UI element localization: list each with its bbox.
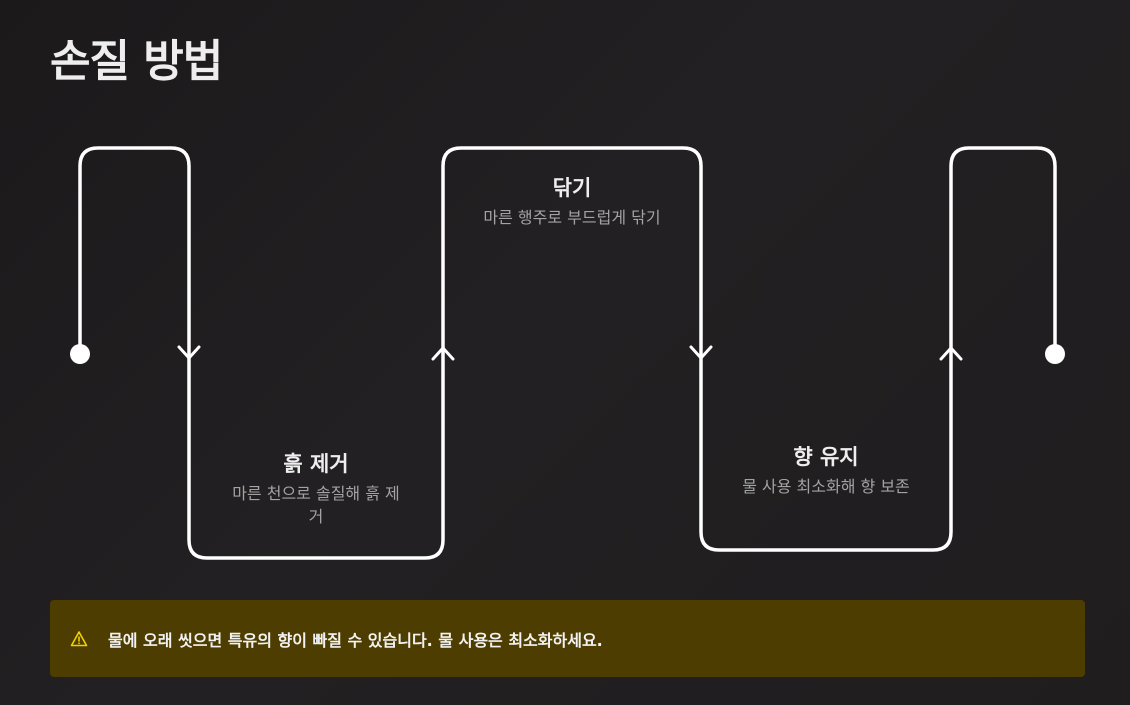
arrow-up-icon — [939, 346, 963, 361]
step-title: 흙 제거 — [283, 452, 349, 476]
warning-icon — [70, 630, 88, 646]
arrow-down-icon — [689, 345, 713, 360]
page-title: 손질 방법 — [50, 36, 223, 87]
arrow-down-icon — [177, 345, 201, 360]
end-node — [1045, 344, 1065, 364]
step-remove-soil: 흙 제거 마른 천으로 솔질해 흙 제거 — [226, 450, 406, 528]
arrow-up-icon — [431, 346, 455, 361]
step-description: 마른 행주로 부드럽게 닦기 — [483, 208, 661, 227]
warning-banner: 물에 오래 씻으면 특유의 향이 빠질 수 있습니다. 물 사용은 최소화하세요… — [50, 600, 1085, 677]
step-description: 마른 천으로 솔질해 흙 제거 — [232, 484, 400, 526]
step-title: 향 유지 — [793, 445, 859, 469]
step-description: 물 사용 최소화해 향 보존 — [742, 477, 910, 496]
step-preserve-aroma: 향 유지 물 사용 최소화해 향 보존 — [736, 443, 916, 498]
step-wipe: 닦기 마른 행주로 부드럽게 닦기 — [476, 174, 668, 229]
warning-text: 물에 오래 씻으면 특유의 향이 빠질 수 있습니다. 물 사용은 최소화하세요… — [108, 630, 603, 650]
step-title: 닦기 — [552, 176, 592, 200]
start-node — [70, 344, 90, 364]
flow-path — [78, 146, 1057, 560]
